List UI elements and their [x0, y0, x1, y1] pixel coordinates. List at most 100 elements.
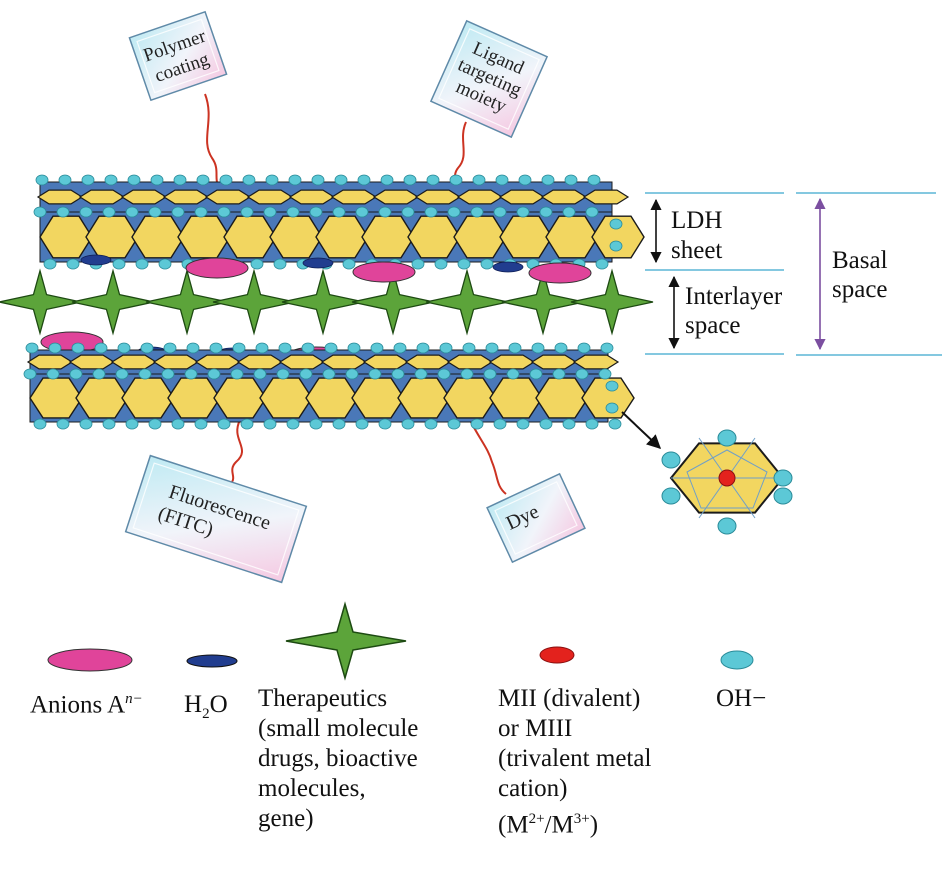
hydroxide-bead	[426, 174, 440, 186]
hydroxide-bead	[357, 174, 371, 186]
hydroxide-bead	[23, 368, 37, 380]
zoom-inner-frame	[686, 449, 768, 509]
front-octahedron	[581, 377, 635, 419]
hydroxide-bead	[322, 368, 336, 380]
hydroxide-bead	[232, 342, 246, 354]
hydroxide-bead	[240, 418, 254, 430]
front-octahedron	[131, 215, 185, 259]
hydroxide-bead	[135, 258, 149, 270]
hydroxide-bead	[286, 206, 300, 218]
zoom-hydroxide	[661, 451, 681, 469]
top-octahedron	[540, 189, 588, 205]
hydroxide-bead	[150, 174, 164, 186]
legend-cation-symbol	[539, 646, 575, 664]
hydroxide-bead	[25, 342, 39, 354]
dye-tether	[469, 419, 507, 495]
hydroxide-bead	[125, 418, 139, 430]
hydroxide-bead	[125, 206, 139, 218]
hydroxide-bead	[575, 368, 589, 380]
hydroxide-bead	[250, 258, 264, 270]
therapeutic-star	[145, 268, 229, 336]
hydroxide-bead	[209, 342, 223, 354]
front-octahedron	[85, 215, 139, 259]
front-octahedron	[75, 377, 129, 419]
hydroxide-bead	[539, 206, 553, 218]
hydroxide-bead	[324, 342, 338, 354]
top-octahedron	[152, 354, 200, 370]
hydroxide-bead	[309, 418, 323, 430]
front-octahedron	[223, 215, 277, 259]
hydroxide-bead	[483, 368, 497, 380]
hydroxide-bead	[148, 418, 162, 430]
legend-symbols	[47, 601, 754, 681]
hydroxide-bead	[94, 342, 108, 354]
zoom-hydroxide	[717, 429, 737, 447]
hydroxide-bead	[161, 368, 175, 380]
legend-water-symbol	[186, 654, 238, 668]
hydroxide-bead	[81, 174, 95, 186]
hydroxide-bead	[35, 174, 49, 186]
hydroxide-bead	[414, 368, 428, 380]
top-octahedron	[498, 189, 546, 205]
hydroxide-bead	[311, 174, 325, 186]
hydroxide-bead	[401, 206, 415, 218]
top-octahedron	[26, 354, 74, 370]
hydroxide-bead	[263, 418, 277, 430]
hydroxide-bead	[342, 258, 356, 270]
dimension-guides	[645, 192, 942, 356]
front-octahedron	[29, 377, 83, 419]
hydroxide-bead	[605, 402, 619, 414]
hydroxide-bead	[43, 258, 57, 270]
therapeutic-star	[71, 268, 155, 336]
hydroxide-bead	[219, 174, 233, 186]
hydroxide-bead	[332, 206, 346, 218]
top-octahedron	[236, 354, 284, 370]
therapeutic-star	[0, 268, 82, 336]
hydroxide-bead	[158, 258, 172, 270]
hydroxide-bead	[56, 418, 70, 430]
hydroxide-bead	[171, 206, 185, 218]
hydroxide-bead	[299, 368, 313, 380]
hydroxide-bead	[609, 240, 623, 252]
hydroxide-bead	[472, 174, 486, 186]
hydroxide-bead	[516, 206, 530, 218]
front-octahedron	[407, 215, 461, 259]
hydroxide-bead	[173, 174, 187, 186]
hydroxide-bead	[217, 418, 231, 430]
hydroxide-bead	[355, 206, 369, 218]
hydroxide-bead	[79, 206, 93, 218]
hydroxide-bead	[447, 418, 461, 430]
water-molecule	[80, 254, 112, 266]
hydroxide-bead	[286, 418, 300, 430]
top-octahedron	[572, 354, 620, 370]
top-octahedron	[162, 189, 210, 205]
therapeutic-star	[281, 268, 365, 336]
front-octahedron	[315, 215, 369, 259]
hydroxide-bead	[171, 418, 185, 430]
therapeutic-star	[351, 268, 435, 336]
hydroxide-bead	[127, 174, 141, 186]
legend-cation-formula: (M2+/M3+)	[498, 811, 599, 839]
therapeutic-star	[212, 268, 296, 336]
hydroxide-bead	[598, 368, 612, 380]
hydroxide-bead	[48, 342, 62, 354]
hydroxide-bead	[58, 174, 72, 186]
hydroxide-bead	[368, 368, 382, 380]
legend-drug-symbol	[285, 601, 407, 681]
hydroxide-bead	[552, 368, 566, 380]
hydroxide-bead	[470, 206, 484, 218]
zoom-hydroxide	[717, 517, 737, 535]
top-octahedron	[446, 354, 494, 370]
hydroxide-bead	[506, 368, 520, 380]
hydroxide-bead	[609, 218, 623, 230]
hydroxide-bead	[460, 368, 474, 380]
hydroxide-bead	[194, 206, 208, 218]
hydroxide-bead	[79, 418, 93, 430]
hydroxide-bead	[347, 342, 361, 354]
hydroxide-bead	[33, 206, 47, 218]
hydroxide-bead	[541, 174, 555, 186]
hydroxide-bead	[518, 174, 532, 186]
hydroxide-bead	[485, 342, 499, 354]
top-octahedron	[120, 189, 168, 205]
